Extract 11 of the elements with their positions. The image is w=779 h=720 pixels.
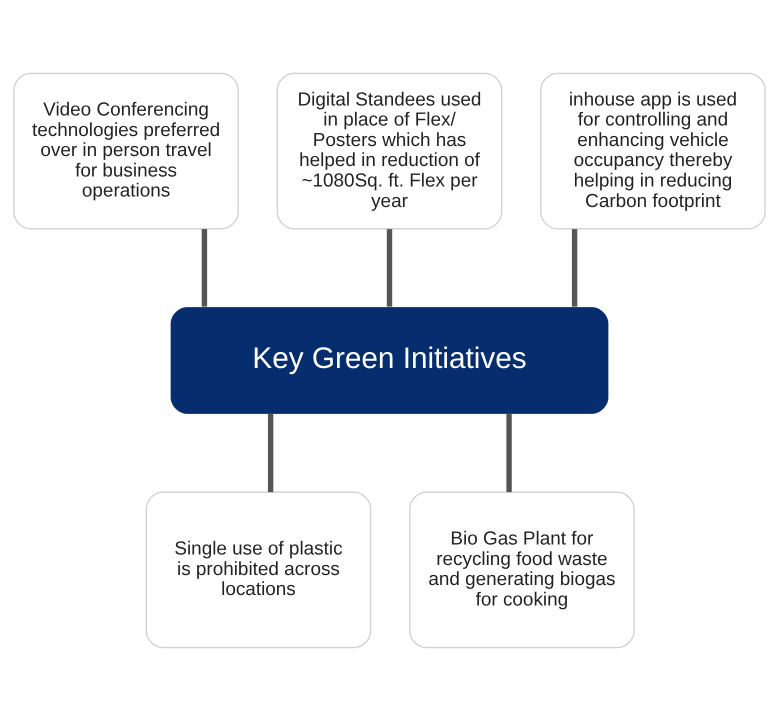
connector xyxy=(202,228,208,306)
node-box: Digital Standees used in place of Flex/ Posters which has helped in reduction of ~1080Sq. ft. Flex per year xyxy=(276,72,502,229)
connector xyxy=(268,413,274,492)
node-box: Single use of plastic is prohibited across locations xyxy=(146,491,372,648)
node-box: inhouse app is used for controlling and enhancing vehicle occupancy thereby helping in reducing Carbon footprint xyxy=(540,72,766,229)
connector xyxy=(506,413,512,492)
connector xyxy=(386,228,392,306)
connector xyxy=(572,228,578,306)
node-box: Key Green Initiatives xyxy=(170,306,608,414)
node-box: Video Conferencing technologies preferred over in person travel for business operations xyxy=(13,72,239,229)
node-box: Bio Gas Plant for recycling food waste and generating biogas for cooking xyxy=(409,491,635,648)
